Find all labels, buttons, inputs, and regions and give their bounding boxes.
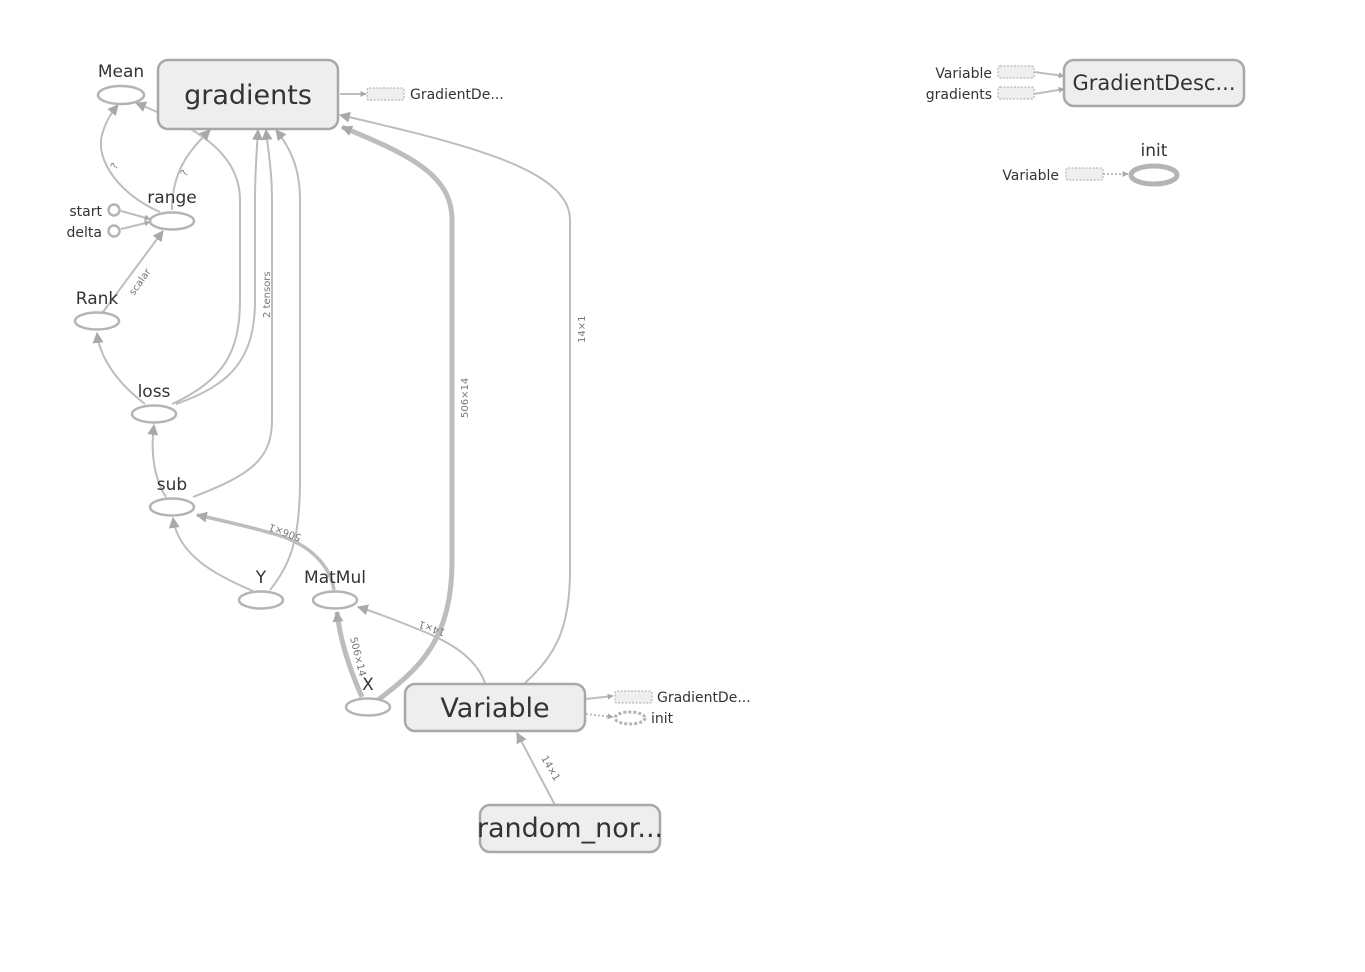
node-init[interactable]: init — [1128, 141, 1180, 187]
edge-delta-to-range[interactable] — [120, 220, 151, 230]
node-rank-label: Rank — [76, 289, 119, 309]
edge-matmul-to-sub[interactable] — [195, 511, 336, 591]
node-gradients-label: gradients — [184, 80, 312, 111]
stub-variable-gradient-descent-label: GradientDe... — [657, 690, 751, 706]
node-matmul-label: MatMul — [304, 568, 366, 588]
edge-random-to-variable[interactable] — [516, 732, 556, 806]
edges — [92, 71, 1129, 806]
edge-variable-to-matmul[interactable] — [356, 604, 486, 684]
gd-input-gradients-label: gradients — [926, 87, 992, 103]
edge-y-to-sub[interactable] — [168, 516, 254, 592]
edge-variable-to-init-stub[interactable] — [585, 713, 614, 720]
node-variable-label: Variable — [440, 693, 549, 724]
gd-input-gradients[interactable]: gradients — [926, 86, 1035, 103]
edge-label-loss-gradients: 2 tensors — [262, 271, 273, 318]
node-mean[interactable]: Mean — [96, 62, 146, 106]
node-delta-label: delta — [67, 225, 102, 241]
edge-label-x-gradients: 506×14 — [460, 378, 471, 418]
node-random-normal-label: random_nor... — [477, 813, 663, 844]
edge-gd-gradients-input[interactable] — [1033, 86, 1065, 95]
edge-y-to-gradients[interactable] — [269, 129, 301, 591]
edge-label-range-gradients: ? — [179, 168, 191, 178]
edge-loss-to-gradients[interactable] — [175, 128, 263, 405]
stub-gradient-descent[interactable]: GradientDe... — [366, 87, 504, 103]
edge-label-mean-range: ? — [109, 161, 121, 171]
edge-variable-to-grad-stub[interactable] — [585, 693, 614, 700]
node-range[interactable]: range — [147, 188, 197, 231]
edge-range-to-gradients[interactable] — [171, 129, 211, 211]
edge-variable-to-gradients[interactable] — [338, 111, 571, 684]
node-delta[interactable]: delta — [67, 224, 121, 241]
init-input-variable[interactable]: Variable — [1002, 167, 1104, 184]
edge-rank-to-range[interactable] — [102, 230, 164, 313]
edge-sub-to-gradients[interactable] — [192, 128, 273, 498]
node-rank[interactable]: Rank — [73, 289, 121, 331]
node-variable[interactable]: Variable — [403, 682, 587, 733]
node-gradient-descent-label: GradientDesc... — [1072, 71, 1235, 95]
edge-x-to-gradients[interactable] — [340, 124, 455, 702]
stub-variable-gradient-descent[interactable]: GradientDe... — [614, 690, 751, 706]
node-start[interactable]: start — [69, 203, 121, 220]
node-loss-label: loss — [138, 382, 171, 402]
edge-label-rank-range: scalar — [127, 266, 154, 297]
stub-gradient-descent-label: GradientDe... — [410, 87, 504, 103]
edge-sub-to-loss[interactable] — [147, 423, 167, 498]
edge-x-to-matmul[interactable] — [332, 610, 365, 699]
node-x[interactable]: X — [344, 675, 392, 717]
node-x-label: X — [362, 675, 374, 695]
node-gradients[interactable]: gradients — [156, 58, 340, 131]
edge-loss-to-rank[interactable] — [92, 331, 146, 405]
node-matmul[interactable]: MatMul — [304, 568, 366, 610]
gd-input-variable-label: Variable — [935, 66, 992, 82]
node-start-label: start — [69, 204, 102, 220]
nodes: Mean gradients GradientDe... range start… — [67, 58, 1246, 854]
node-range-label: range — [147, 188, 196, 208]
edge-start-to-range[interactable] — [120, 210, 151, 221]
stub-variable-init-label: init — [651, 711, 674, 727]
node-mean-label: Mean — [98, 62, 144, 82]
edge-gd-variable-input[interactable] — [1033, 71, 1065, 79]
init-input-variable-label: Variable — [1002, 168, 1059, 184]
edge-label-variable-gradients: 14×1 — [577, 316, 588, 343]
node-y-label: Y — [255, 568, 267, 588]
edge-loss-to-mean[interactable] — [134, 101, 241, 405]
edge-range-to-mean[interactable] — [99, 104, 161, 213]
node-init-label: init — [1141, 141, 1168, 161]
node-y[interactable]: Y — [237, 568, 285, 610]
stub-variable-init[interactable]: init — [613, 710, 674, 727]
node-sub-label: sub — [157, 475, 187, 495]
node-gradient-descent[interactable]: GradientDesc... — [1062, 58, 1246, 108]
gd-input-variable[interactable]: Variable — [935, 65, 1035, 82]
node-random-normal[interactable]: random_nor... — [477, 803, 663, 854]
node-loss[interactable]: loss — [130, 382, 178, 424]
node-sub[interactable]: sub — [148, 475, 196, 517]
